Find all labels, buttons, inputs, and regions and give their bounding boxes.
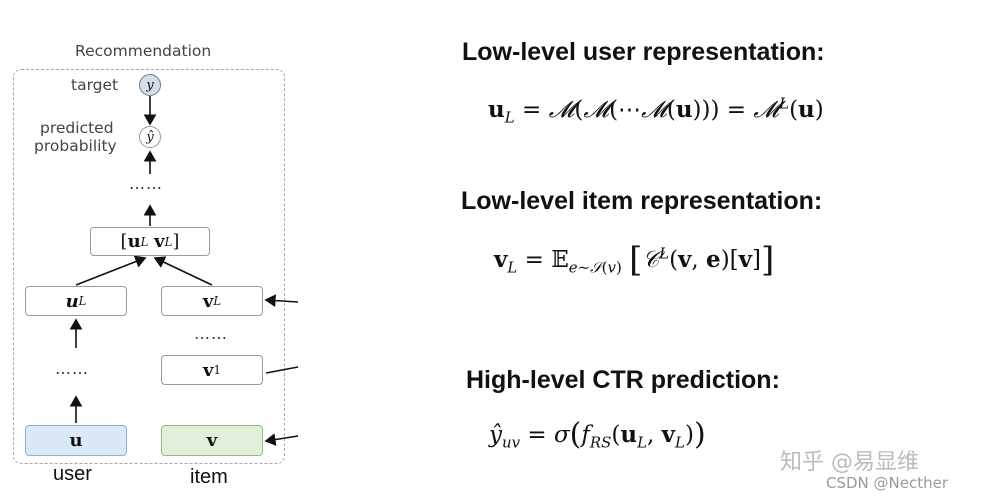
arrow-uL-to-concat	[75, 255, 147, 286]
item-label: item	[190, 466, 228, 488]
user-representation-heading: Low-level user representation:	[462, 38, 825, 66]
user-layers-ellipsis: ……	[55, 359, 89, 378]
item-layers-ellipsis: ……	[194, 324, 228, 343]
target-node: y	[139, 74, 161, 96]
ctr-prediction-equation: ŷuv = σ(fRS(uL, vL))	[489, 417, 706, 452]
user-node: u	[25, 425, 127, 456]
arrow-external-to-v	[264, 433, 299, 446]
watermark-zhihu: 知乎 @易显维	[780, 450, 919, 475]
target-label: target	[71, 76, 119, 94]
predicted-label: predicted probability	[34, 119, 117, 155]
user-representation-equation: uL = 𝓜(𝓜(⋯𝓜(u))) = 𝓜L(u)	[488, 94, 824, 127]
item-node: v	[161, 425, 263, 456]
predicted-label-line2: probability	[34, 137, 117, 155]
item-representation-equation: vL = 𝔼e∼𝒮(v) [𝒞L(v, e)[v]]	[494, 240, 775, 280]
line-v1-external	[265, 366, 299, 374]
arrow-vL-to-concat	[153, 256, 213, 286]
arrow-external-to-vL	[264, 294, 299, 307]
user-label: user	[53, 463, 92, 485]
item-representation-heading: Low-level item representation:	[461, 187, 823, 215]
predicted-label-line1: predicted	[40, 119, 114, 137]
predicted-node: ŷ	[139, 126, 161, 148]
recommendation-frame	[13, 69, 285, 464]
watermark-csdn: CSDN @Necther	[826, 474, 949, 492]
diagram-title: Recommendation	[75, 42, 212, 60]
hidden-layers-ellipsis: ……	[129, 174, 163, 193]
ctr-prediction-heading: High-level CTR prediction:	[466, 366, 780, 394]
